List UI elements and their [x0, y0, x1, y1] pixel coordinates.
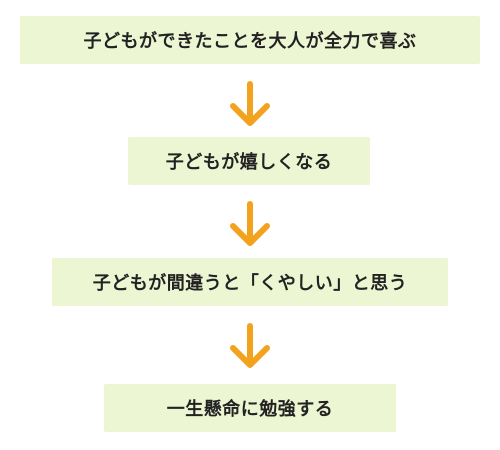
flow-step-4: 一生懸命に勉強する	[104, 384, 396, 432]
flow-step-1: 子どもができたことを大人が全力で喜ぶ	[20, 16, 480, 64]
down-arrow-icon	[225, 322, 275, 372]
down-arrow-icon	[225, 80, 275, 130]
down-arrow-icon	[225, 200, 275, 250]
flow-step-2-label: 子どもが嬉しくなる	[165, 152, 333, 173]
flow-step-4-label: 一生懸命に勉強する	[166, 399, 334, 420]
flow-step-2: 子どもが嬉しくなる	[128, 137, 370, 185]
flow-step-3-label: 子どもが間違うと「くやしい」と思う	[92, 273, 408, 294]
flow-step-3: 子どもが間違うと「くやしい」と思う	[52, 258, 448, 306]
flow-step-1-label: 子どもができたことを大人が全力で喜ぶ	[83, 31, 417, 52]
